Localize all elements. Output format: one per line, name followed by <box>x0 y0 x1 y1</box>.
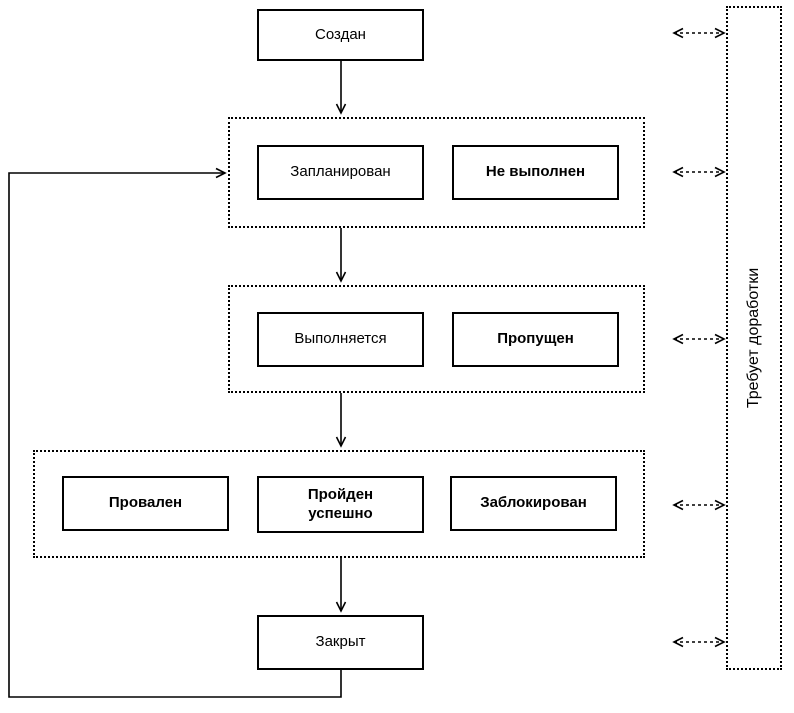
state-running: Выполняется <box>257 312 424 367</box>
state-blocked: Заблокирован <box>450 476 617 531</box>
state-failed: Провален <box>62 476 229 531</box>
state-created-label: Создан <box>315 25 366 43</box>
rework-panel: Требует доработки <box>726 6 782 670</box>
state-closed: Закрыт <box>257 615 424 670</box>
state-scheduled-label: Запланирован <box>290 163 391 181</box>
state-closed-label: Закрыт <box>315 633 366 651</box>
group-running-states <box>228 285 645 393</box>
arrow-closed-loop-to-scheduled-group <box>8 167 342 698</box>
state-skipped: Пропущен <box>452 312 619 367</box>
state-failed-label: Провален <box>108 494 183 512</box>
state-scheduled: Запланирован <box>257 145 424 200</box>
state-not-executed-label: Не выполнен <box>485 163 586 181</box>
state-skipped-label: Пропущен <box>497 330 574 348</box>
group-result-states <box>33 450 645 558</box>
rework-panel-label: Требует доработки <box>745 267 762 409</box>
group-scheduled-states <box>228 117 645 228</box>
state-blocked-label: Заблокирован <box>480 494 587 512</box>
state-running-label: Выполняется <box>294 330 387 348</box>
state-created: Создан <box>257 9 424 61</box>
state-passed: Пройден успешно <box>257 476 424 533</box>
state-passed-label: Пройден успешно <box>307 485 374 522</box>
state-not-executed: Не выполнен <box>452 145 619 200</box>
